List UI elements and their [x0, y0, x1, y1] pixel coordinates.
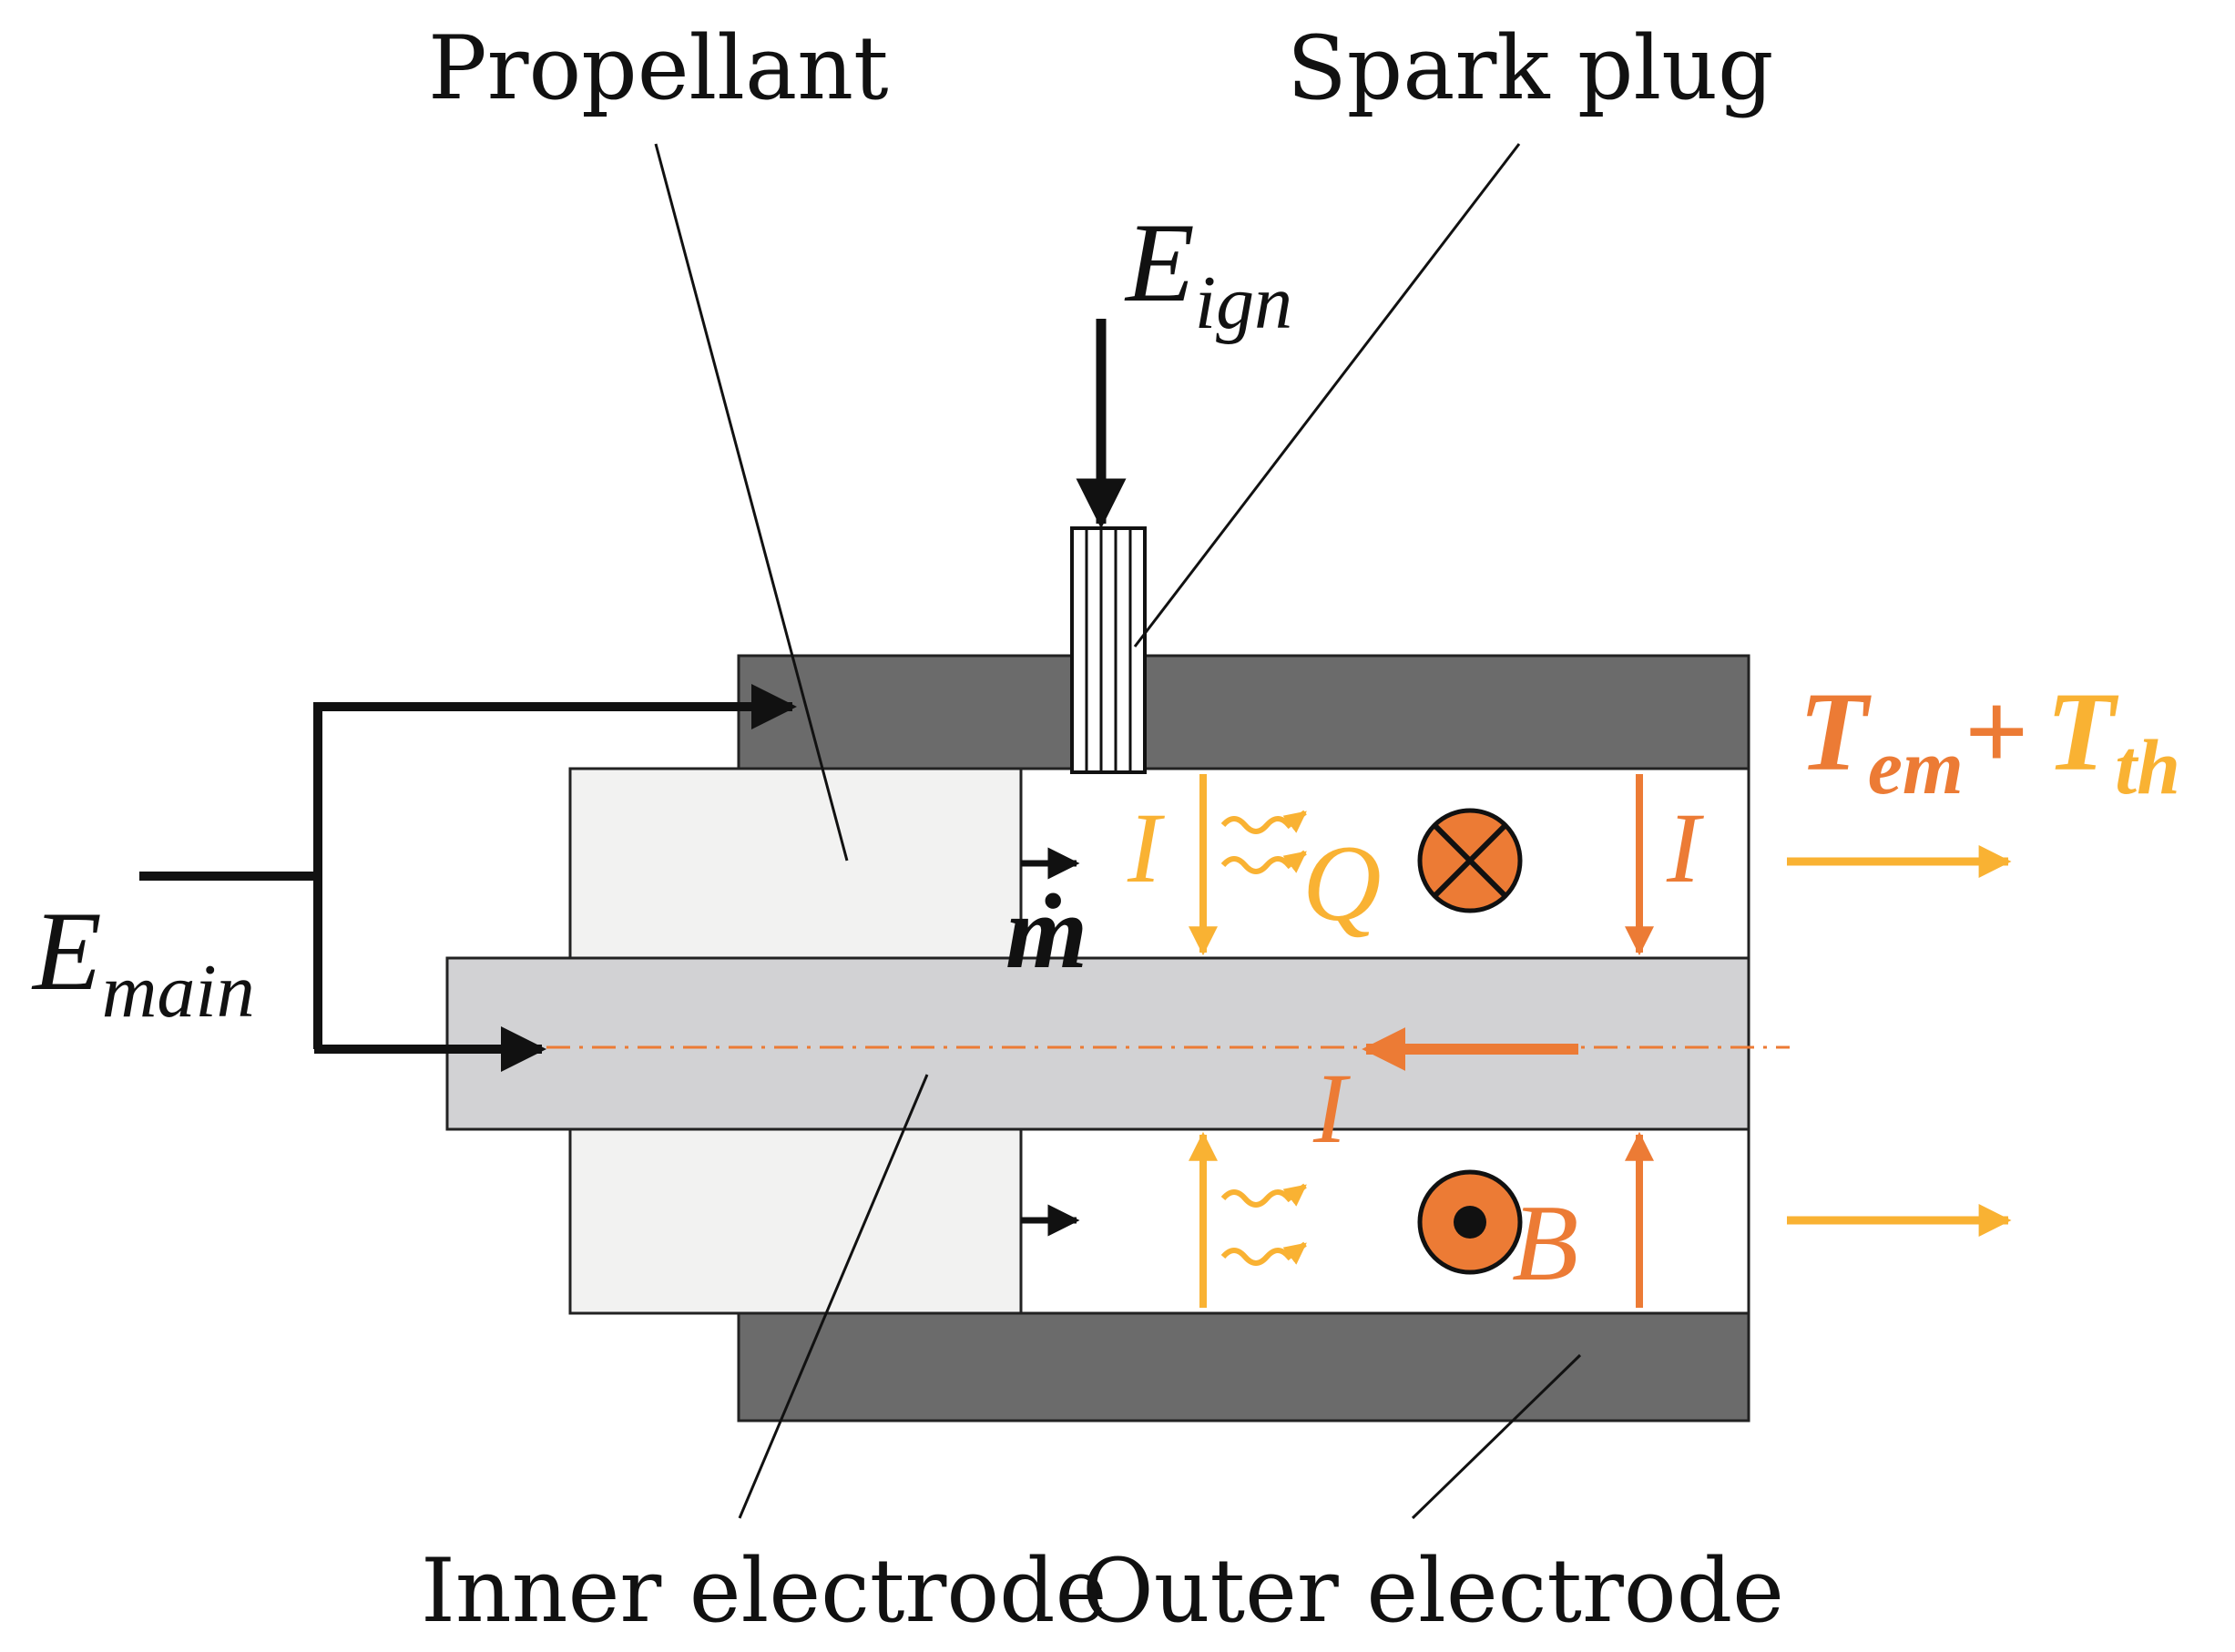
- symbol-current-inner: I: [1312, 1053, 1351, 1164]
- circled-x-icon: [1417, 808, 1523, 913]
- symbol-mass-flow: ṁ: [1005, 874, 1087, 991]
- label-outer-electrode: Outer electrode: [1082, 1540, 1784, 1642]
- propellant-lower: [568, 1127, 1023, 1315]
- symbol-heat: Q: [1302, 822, 1382, 943]
- wavy-arrow-icon: [1220, 1241, 1307, 1266]
- circled-dot-icon: [1417, 1169, 1523, 1275]
- label-spark-plug: Spark plug: [1287, 17, 1773, 119]
- leader-spark-plug: [1133, 143, 1521, 648]
- leader-outer-electrode: [1411, 1353, 1582, 1520]
- wavy-arrow-icon: [1220, 1183, 1307, 1208]
- symbol-e-main: Emain: [31, 889, 255, 1034]
- symbol-current-yellow: I: [1127, 792, 1165, 903]
- symbol-e-ign: Eign: [1124, 200, 1292, 345]
- heat-flow-lower: [1220, 1183, 1307, 1266]
- symbol-current-orange: I: [1666, 792, 1704, 903]
- e-main-wiring: [139, 684, 797, 1072]
- label-propellant: Propellant: [428, 17, 889, 119]
- outer-electrode-bottom: [737, 1311, 1750, 1423]
- spark-plug: [1070, 526, 1147, 774]
- symbol-thrust: Tem+Tth: [1799, 669, 2180, 811]
- label-inner-electrode: Inner electrode: [421, 1540, 1107, 1642]
- leader-lines: [654, 143, 1582, 1520]
- leader-inner-electrode: [738, 1074, 929, 1519]
- leader-propellant: [654, 143, 849, 862]
- propellant-upper: [568, 767, 1023, 960]
- wavy-arrow-icon: [1220, 850, 1307, 874]
- wavy-arrow-icon: [1220, 810, 1307, 834]
- outer-electrode-top: [737, 654, 1750, 770]
- symbol-field: B: [1512, 1182, 1578, 1303]
- heat-flow-upper: [1220, 810, 1307, 874]
